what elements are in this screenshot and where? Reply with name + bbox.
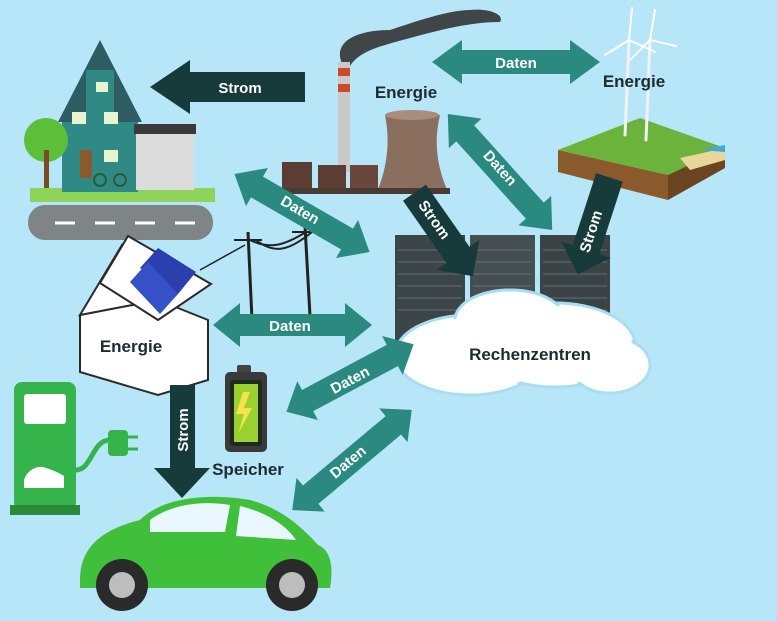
arrow-daten-car-dc (292, 408, 412, 512)
solar-house (77, 225, 320, 397)
label-strom-house: Strom (218, 80, 261, 97)
arrow-daten-house-dc (234, 167, 370, 259)
label-daten-solar-dc: Daten (269, 318, 311, 335)
electric-car (80, 496, 332, 611)
battery-storage (225, 365, 267, 452)
arrow-strom-plant (403, 184, 480, 277)
data-center (393, 235, 652, 397)
arrow-strom-car (154, 385, 210, 498)
wind-farm (558, 7, 725, 200)
house-top (24, 40, 215, 240)
arrow-strom-wind (561, 173, 623, 275)
charging-station (10, 382, 138, 515)
power-plant (280, 9, 501, 194)
arrow-daten-wind-dc (447, 114, 553, 230)
label-rechenzentren: Rechenzentren (469, 345, 591, 364)
label-energie-wind: Energie (603, 72, 665, 91)
label-energie-house: Energie (100, 337, 162, 356)
label-daten-plant-wind: Daten (495, 55, 537, 72)
arrow-daten-plant-wind (432, 40, 600, 84)
arrow-strom-house (150, 60, 305, 114)
label-energie-plant: Energie (375, 83, 437, 102)
label-speicher: Speicher (212, 460, 284, 479)
arrow-daten-solar-dc (213, 303, 372, 347)
arrow-daten-storage-dc (286, 336, 414, 420)
label-strom-car: Strom (175, 408, 192, 451)
